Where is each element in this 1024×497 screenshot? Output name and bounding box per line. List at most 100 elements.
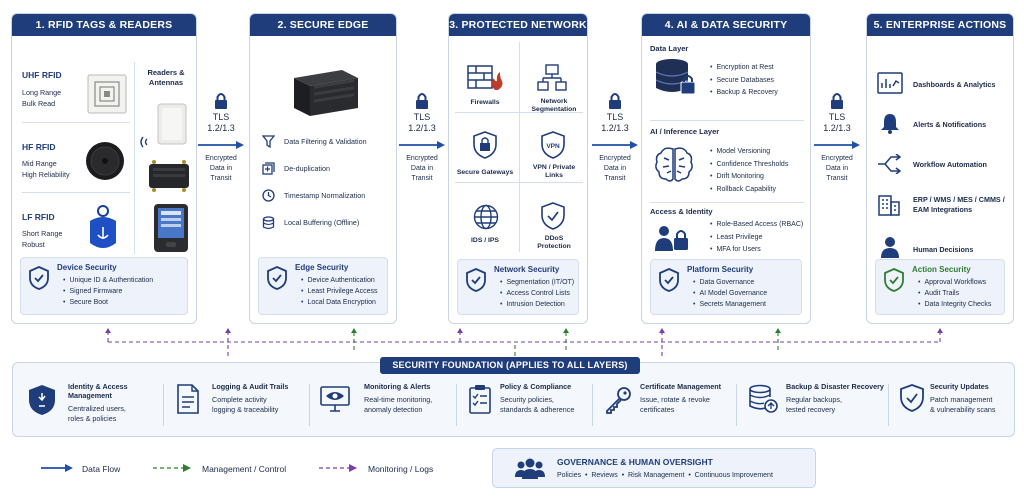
workflow-icon (878, 154, 902, 174)
legend-management-line (153, 464, 191, 472)
device-security-item: Signed Firmware (63, 286, 153, 297)
edge-security-item: Local Data Encryption (301, 297, 378, 308)
device-security-item: Unique ID & Authentication (63, 275, 153, 286)
security-foundation-title: SECURITY FOUNDATION (APPLIES TO ALL LAYE… (380, 357, 640, 374)
network-cell-vpn: VPN / Private Links (532, 164, 576, 179)
foundation-policy-title: Policy & Compliance (500, 382, 572, 391)
foundation-item-iam: Identity & Access Management Centralized… (28, 382, 168, 430)
network-security-title: Network Security (494, 265, 560, 274)
data-flow-arrow (814, 141, 860, 149)
globe-icon (473, 204, 499, 230)
database-lock-icon (655, 59, 696, 95)
foundation-updates-title: Security Updates (930, 382, 989, 391)
hf-mode: High Reliability (22, 170, 70, 179)
lf-mode: Robust (22, 240, 45, 249)
data-layer-title: Data Layer (650, 44, 689, 53)
bell-icon (881, 114, 899, 134)
identity-item: Role-Based Access (RBAC) (710, 219, 803, 232)
fixed-reader-icon (149, 160, 189, 192)
tls-caption: Encrypted Data in Transit (406, 155, 438, 182)
checklist-icon (469, 385, 491, 414)
svg-text:VPN: VPN (546, 143, 560, 150)
edge-item-dedup: De-duplication (284, 164, 330, 173)
document-icon (177, 384, 199, 414)
legend-data-flow: Data Flow (82, 464, 121, 474)
foundation-backup-desc: Regular backups, tested recovery (786, 395, 842, 414)
rfid-column-title: 1. RFID TAGS & READERS (12, 14, 196, 36)
tls-caption: Encrypted Data in Transit (599, 155, 631, 182)
shield-check-icon (29, 266, 49, 290)
action-security-panel: Action Security Approval Workflows Audit… (875, 259, 1005, 315)
tls-connector-1: TLS 1.2/1.3 Encrypted Data in Transit (196, 92, 246, 184)
tls-caption: Encrypted Data in Transit (205, 155, 237, 182)
building-icon (878, 195, 900, 216)
foundation-iam-desc: Centralized users, roles & policies (68, 404, 126, 423)
ai-layer-title: AI / Inference Layer (650, 127, 720, 136)
ai-data-column: 4. AI & DATA SECURITY Data Layer Encrypt… (641, 13, 811, 324)
ai-data-column-title: 4. AI & DATA SECURITY (642, 14, 810, 36)
wireless-signal-icon (140, 136, 148, 148)
tls-version: 1.2/1.3 (601, 123, 629, 133)
edge-column: 2. SECURE EDGE PROCESSING Data Filtering… (249, 13, 397, 324)
foundation-item-backup: Backup & Disaster Recovery Regular backu… (746, 382, 886, 430)
ai-layer-item: Rollback Capability (710, 184, 788, 197)
network-column: 3. PROTECTED NETWORK Firewalls Network S… (448, 13, 588, 324)
platform-security-item: Secrets Management (693, 299, 767, 310)
edge-security-panel: Edge Security Device Authentication Leas… (258, 257, 388, 315)
shield-check-icon (900, 384, 924, 412)
hf-rfid-label: HF RFID (22, 142, 56, 152)
foundation-item-logging: Logging & Audit Trails Complete activity… (172, 382, 312, 430)
readers-antennas-label: Readers & Antennas (147, 68, 185, 87)
network-security-panel: Network Security Segmentation (IT/OT) Ac… (457, 259, 579, 315)
enterprise-item-alerts: Alerts & Notifications (913, 120, 987, 129)
uhf-tag-icon (87, 74, 127, 114)
identity-item: Least Privilege (710, 232, 803, 245)
edge-server-icon (294, 70, 358, 116)
action-security-item: Approval Workflows (918, 277, 991, 288)
security-foundation-panel (12, 362, 1015, 437)
data-layer-item: Encryption at Rest (710, 62, 778, 75)
enterprise-item-integrations: ERP / WMS / MES / CMMS / EAM Integration… (913, 195, 1005, 214)
platform-security-panel: Platform Security Data Governance AI Mod… (650, 259, 802, 315)
data-layer-item: Secure Databases (710, 75, 778, 88)
identity-item: MFA for Users (710, 244, 803, 257)
tls-label: TLS (606, 112, 624, 122)
network-security-item: Access Control Lists (500, 288, 574, 299)
governance-panel: GOVERNANCE & HUMAN OVERSIGHT Policies • … (492, 448, 816, 488)
foundation-item-policy: Policy & Compliance Security policies, s… (464, 382, 604, 430)
shield-check-icon (466, 268, 486, 292)
key-icon (606, 387, 631, 414)
edge-item-buffering: Local Buffering (Offline) (284, 218, 360, 227)
padlock-icon (609, 93, 621, 109)
tls-version: 1.2/1.3 (823, 123, 851, 133)
rfid-column: 1. RFID TAGS & READERS UHF RFID Long Ran… (11, 13, 197, 324)
tls-connector-3: TLS 1.2/1.3 Encrypted Data in Transit (590, 92, 640, 184)
ai-layer-item: Confidence Thresholds (710, 159, 788, 172)
network-security-item: Intrusion Detection (500, 299, 574, 310)
edge-item-timestamp: Timestamp Normalization (284, 191, 366, 200)
network-cell-ddos: DDoS Protection (537, 235, 571, 250)
tls-caption: Encrypted Data in Transit (821, 155, 853, 182)
database-icon (262, 216, 275, 230)
lf-keyfob-icon (90, 205, 116, 248)
enterprise-item-human: Human Decisions (913, 245, 974, 254)
tls-label: TLS (413, 112, 431, 122)
network-security-item: Segmentation (IT/OT) (500, 277, 574, 288)
network-segmentation-icon (537, 64, 567, 91)
edge-security-item: Least Privilege Access (301, 286, 377, 297)
foundation-monitoring-desc: Real-time monitoring, anomaly detection (364, 395, 433, 414)
edge-item-filtering: Data Filtering & Validation (284, 137, 367, 146)
enterprise-item-workflow: Workflow Automation (913, 160, 987, 169)
platform-security-item: AI Model Governance (693, 288, 767, 299)
antenna-panel-icon (157, 103, 187, 145)
firewall-icon (467, 65, 503, 90)
network-cell-gateways: Secure Gateways (456, 169, 514, 176)
filter-icon (262, 135, 275, 148)
foundation-logging-desc: Complete activity logging & traceability (212, 395, 279, 414)
foundation-certificate-title: Certificate Management (640, 382, 722, 391)
foundation-item-monitoring: Monitoring & Alerts Real-time monitoring… (318, 382, 458, 430)
people-group-icon (515, 458, 545, 479)
data-flow-arrow (592, 141, 638, 149)
foundation-backup-title: Backup & Disaster Recovery (786, 382, 884, 391)
network-cell-ids: IDS / IPS (471, 237, 499, 244)
